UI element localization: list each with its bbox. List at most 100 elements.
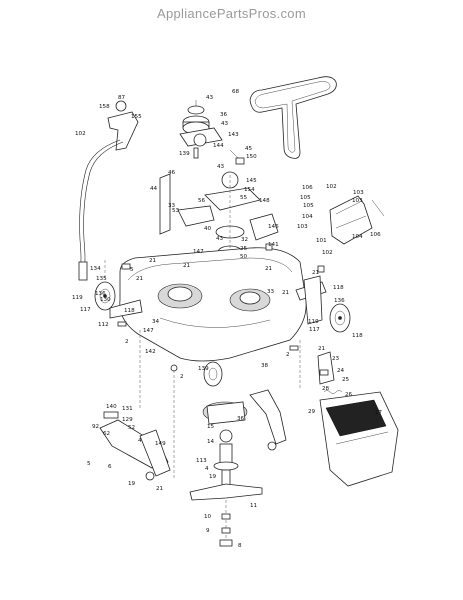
callout: 21: [282, 290, 290, 296]
callout: 87: [118, 95, 126, 101]
callout: 141: [268, 242, 279, 248]
callout: 29: [308, 409, 316, 415]
callout: 106: [370, 232, 381, 238]
callout: 147: [193, 249, 204, 255]
callout: 27: [375, 410, 383, 416]
callout: 136: [334, 298, 345, 304]
callout: 102: [75, 131, 86, 137]
callout: 21: [156, 486, 164, 492]
callout: 117: [309, 327, 320, 333]
callout: 145: [246, 178, 257, 184]
callout: 104: [352, 234, 363, 240]
callout: 43: [216, 236, 224, 242]
callout: 2: [180, 374, 184, 380]
callout: 158: [99, 104, 110, 110]
callout: 21: [149, 258, 157, 264]
callout: 117: [80, 307, 91, 313]
lift-lever-and-cable: [78, 100, 139, 281]
callout: 33: [168, 203, 176, 209]
callout: 105: [300, 195, 311, 201]
callout: 62: [103, 431, 110, 437]
callout: 21: [183, 263, 191, 269]
callout: 118: [333, 285, 344, 291]
callout: 4: [138, 438, 142, 444]
callout: 8: [238, 543, 242, 549]
callout: 139: [179, 151, 190, 157]
upper-pulley-stack: [179, 100, 245, 165]
callout: 43: [217, 164, 225, 170]
callout: 147: [143, 328, 154, 334]
left-gauge-wheel: [94, 281, 116, 311]
drive-belt: [249, 76, 337, 159]
callout: 34: [152, 319, 160, 325]
callout: 118: [352, 333, 363, 339]
callout: 5: [87, 461, 91, 467]
callout: 5: [130, 267, 134, 273]
callout: 6: [108, 464, 112, 470]
callout: 105: [303, 203, 314, 209]
callout: 10: [204, 514, 212, 520]
callout: 106: [302, 185, 313, 191]
callout: 135: [96, 276, 107, 282]
callout: 119: [308, 319, 319, 325]
callout: 113: [196, 458, 207, 464]
hardware: [104, 243, 329, 480]
callout: 40: [204, 226, 212, 232]
callout: 119: [72, 295, 83, 301]
callout: 136: [95, 291, 106, 297]
callout: 4: [205, 466, 209, 472]
callout: 21: [265, 266, 273, 272]
callout: 2: [125, 339, 129, 345]
callout: 103: [297, 224, 308, 230]
callout: 155: [131, 114, 142, 120]
callout: 15: [207, 424, 215, 430]
callout: 102: [326, 184, 337, 190]
callout: 52: [128, 425, 135, 431]
callout: 45: [245, 146, 253, 152]
callout: 9: [206, 528, 210, 534]
callout: 36: [237, 416, 245, 422]
front-gauge-wheel: [203, 361, 223, 387]
callout: 134: [90, 266, 101, 272]
right-gauge-wheel: [303, 275, 351, 333]
callout: 24: [337, 368, 345, 374]
callout: 112: [98, 322, 109, 328]
callout: 26: [345, 392, 353, 398]
callout: 23: [332, 356, 340, 362]
callout: 129: [122, 417, 133, 423]
callout: 32: [241, 237, 248, 243]
callout: 53: [172, 208, 180, 214]
callout: 43: [221, 121, 229, 127]
mower-deck-housing: [109, 247, 327, 362]
callout: 149: [155, 441, 166, 447]
callout: 130: [100, 297, 111, 303]
callout: 36: [220, 112, 228, 118]
callout: 139: [198, 366, 209, 372]
idler-arm: [249, 389, 287, 451]
callout: 25: [240, 246, 248, 252]
callout: 154: [244, 187, 255, 193]
spring-and-bracket: [317, 351, 343, 394]
callout: 103: [353, 190, 364, 196]
callout: 146: [268, 224, 279, 230]
callout: 38: [261, 363, 269, 369]
callout: 21: [318, 346, 326, 352]
callout: 50: [240, 254, 248, 260]
callout: 101: [316, 238, 327, 244]
callout: 28: [322, 386, 330, 392]
spindle-assembly: [189, 401, 263, 547]
callout: 56: [198, 198, 206, 204]
callout: 142: [145, 349, 156, 355]
callout: 14: [207, 439, 215, 445]
callout: 92: [92, 424, 99, 430]
mulch-cover: [319, 391, 399, 487]
callout: 143: [228, 132, 239, 138]
callout: 21: [312, 270, 320, 276]
callout: 44: [150, 186, 158, 192]
callout: 104: [302, 214, 313, 220]
callout: 140: [106, 404, 117, 410]
callout: 55: [240, 195, 248, 201]
callout: 25: [342, 377, 350, 383]
callout: 68: [232, 89, 240, 95]
